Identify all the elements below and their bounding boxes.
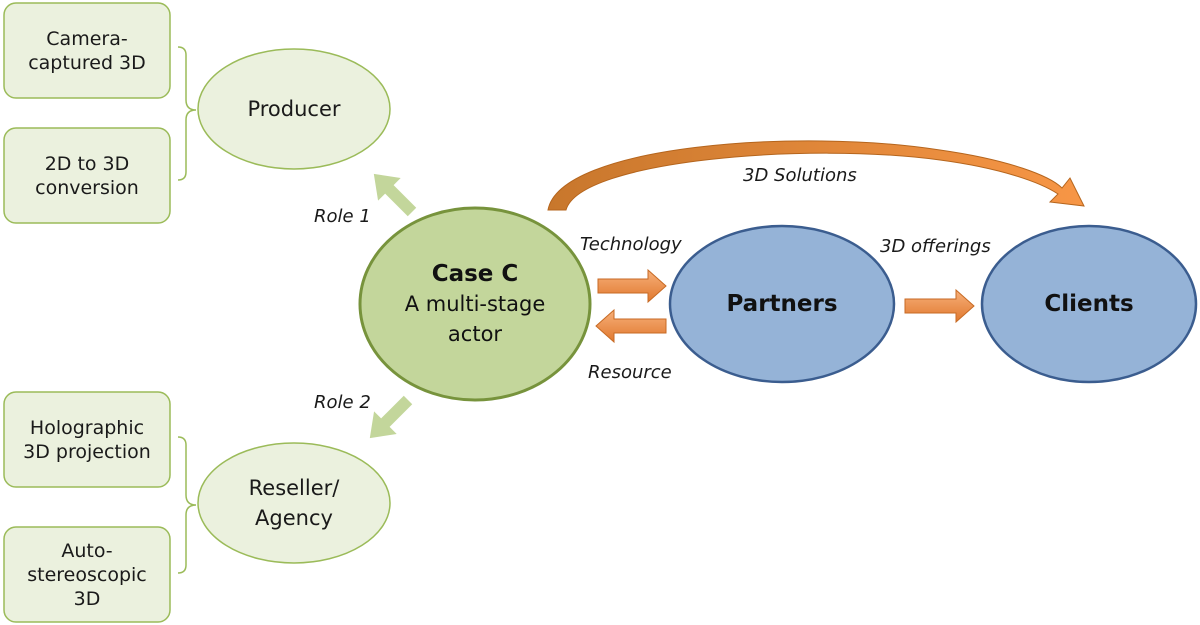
role1-label: Role 1	[314, 206, 371, 227]
offerings-arrow	[904, 288, 975, 324]
reseller-bracket	[177, 436, 197, 574]
case-c-subtitle: A multi-stage actor	[404, 292, 546, 346]
resource-arrow	[595, 308, 667, 344]
holographic-label: Holographic 3D projection	[23, 416, 151, 463]
producer-bracket	[177, 46, 197, 181]
technology-label: Technology	[580, 234, 682, 255]
reseller-ellipse	[197, 442, 391, 564]
conversion-box	[3, 127, 171, 224]
reseller-label: Reseller/ Agency	[248, 476, 340, 530]
clients-ellipse	[980, 224, 1198, 384]
partners-ellipse	[668, 224, 896, 384]
producer-ellipse	[197, 48, 391, 170]
camera-label: Camera- captured 3D	[28, 27, 146, 74]
role2-arrow	[369, 395, 413, 439]
resource-label: Resource	[588, 362, 672, 383]
solutions-label: 3D Solutions	[743, 165, 857, 186]
producer-label: Producer	[247, 97, 341, 121]
autostereo-label: Auto- stereoscopic 3D	[27, 539, 147, 610]
technology-arrow	[597, 268, 667, 304]
role1-arrow	[373, 173, 417, 217]
solutions-arc-arrow	[547, 140, 1085, 211]
autostereo-box	[3, 526, 171, 623]
camera-box	[3, 2, 171, 99]
case-c-text: Case C A multi-stage actor	[360, 208, 590, 400]
partners-label: Partners	[726, 291, 838, 317]
case-c-ellipse	[358, 206, 592, 402]
clients-label: Clients	[1044, 291, 1134, 317]
role2-label: Role 2	[314, 392, 371, 413]
conversion-label: 2D to 3D conversion	[35, 152, 139, 199]
case-c-title: Case C	[431, 261, 519, 287]
holographic-box	[3, 391, 171, 488]
offerings-label: 3D offerings	[880, 236, 991, 257]
